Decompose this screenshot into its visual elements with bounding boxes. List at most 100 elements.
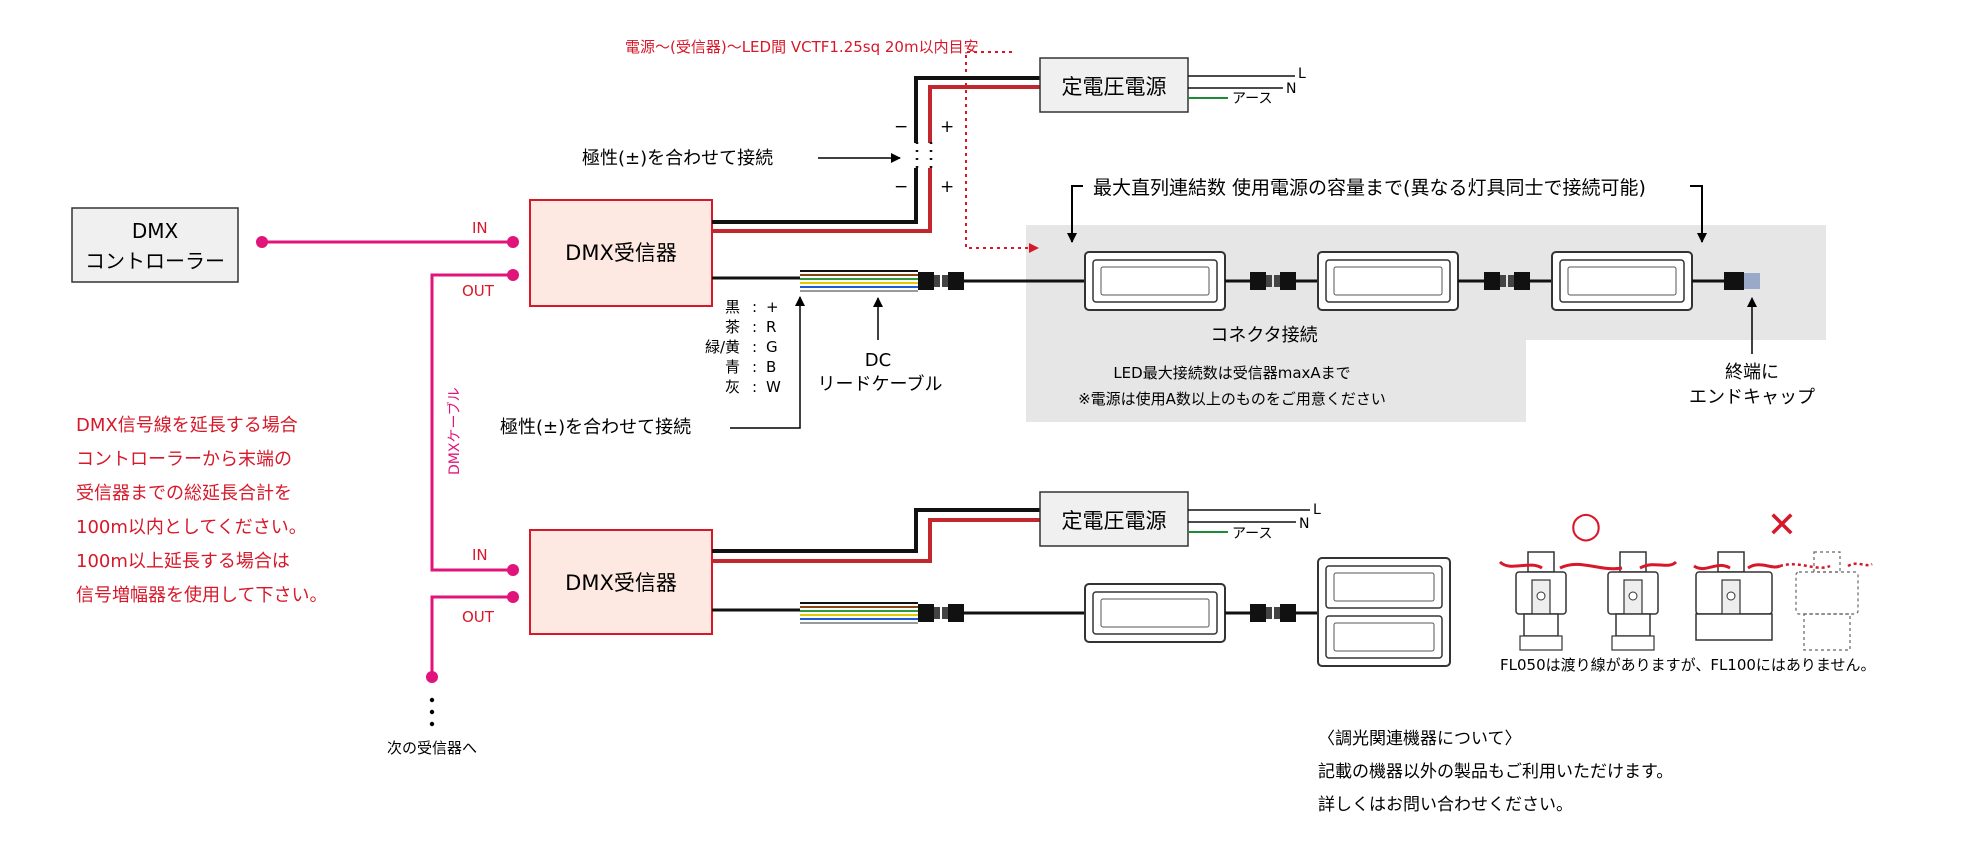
dmx-controller-line1: DMX — [132, 219, 179, 243]
fl100-wire-solid — [1693, 563, 1781, 571]
led-fixture-1 — [1084, 251, 1226, 311]
led-fixture-2 — [1317, 251, 1459, 311]
continuation-dot-1 — [429, 697, 435, 703]
ng-mark: ✕ — [1767, 505, 1797, 546]
dmx-port-rx2-in — [507, 564, 519, 576]
wire-color-name-2: 緑/黄 — [705, 338, 740, 356]
polarity-minus-top: − — [894, 117, 908, 137]
dc-lead-line2: リードケーブル — [818, 373, 943, 395]
power-supply-1-label: 定電圧電源 — [1062, 75, 1167, 99]
power-supply-2 — [1039, 491, 1189, 547]
psu2-earth-label: アース — [1232, 526, 1272, 542]
extension-note-line-1: コントローラーから末端の — [76, 449, 292, 470]
ok-mark: ○ — [1570, 505, 1601, 546]
rx2-led-fixture — [1084, 583, 1226, 643]
wire-color-name-0: 黒 — [725, 298, 740, 316]
double-led-fixture — [1317, 557, 1451, 667]
max-series-label: 最大直列連結数 使用電源の容量まで(異なる灯具同士で接続可能) — [1093, 177, 1646, 199]
rx1-out-label: OUT — [462, 282, 495, 300]
power-supply-1 — [1039, 57, 1189, 113]
rx2-in-label: IN — [472, 546, 488, 564]
extension-note-line-5: 信号増幅器を使用して下さい。 — [76, 585, 327, 606]
fl100-bracket-dashed — [1795, 551, 1859, 651]
psu2-N-label: N — [1299, 516, 1309, 532]
cable-note-dotted-arrow — [965, 51, 1039, 253]
extension-note-line-2: 受信器までの総延長合計を — [76, 483, 292, 504]
rx2-wire-black — [712, 508, 1040, 553]
connector-label: コネクタ接続 — [1210, 325, 1317, 346]
fl050-bracket-right — [1607, 551, 1659, 651]
dmx-controller-box — [71, 207, 239, 283]
rx2-wire-red — [712, 518, 1040, 563]
fl100-wire-dashed — [1779, 562, 1873, 569]
wire-color-name-1: 茶 — [725, 318, 740, 336]
wire-color-sep-0: : — [752, 298, 757, 316]
dmx-receiver-1-label: DMX受信器 — [565, 241, 677, 265]
psu1-N-label: N — [1286, 81, 1296, 97]
rx1-lead-wires — [800, 270, 918, 292]
next-receiver-label: 次の受信器へ — [387, 739, 477, 757]
psu-note: ※電源は使用A数以上のものをご用意ください — [1078, 390, 1386, 408]
endcap-line1: 終端に — [1725, 362, 1779, 383]
dimming-info-line-2: 詳しくはお問い合わせください。 — [1318, 795, 1573, 815]
fl-note: FL050は渡り線がありますが、FL100にはありません。 — [1500, 656, 1875, 674]
rx2-out-label: OUT — [462, 608, 495, 626]
wire-color-signal-3: B — [766, 358, 776, 376]
polarity-note-bottom-arrow — [730, 296, 805, 429]
polarity-plus-top: + — [940, 117, 954, 137]
rx2-lead-wires — [800, 602, 918, 624]
wire-color-signal-0: + — [766, 298, 779, 316]
dmx-port-controller — [256, 236, 268, 248]
dimming-info-line-1: 記載の機器以外の製品もご利用いただけます。 — [1318, 762, 1673, 782]
wire-color-signal-2: G — [766, 338, 778, 356]
continuation-dot-2 — [429, 709, 435, 715]
wire-color-sep-3: : — [752, 358, 757, 376]
polarity-note-top: 極性(±)を合わせて接続 — [582, 148, 773, 169]
wire-color-signal-1: R — [766, 318, 776, 336]
polarity-note-bottom: 極性(±)を合わせて接続 — [500, 417, 691, 438]
dmx-cable-rx2-next — [430, 595, 513, 677]
psu2-L-label: L — [1313, 502, 1321, 518]
psu1-earth-label: アース — [1232, 91, 1272, 107]
dmx-port-rx1-in — [507, 236, 519, 248]
top-cable-note: 電源〜(受信器)〜LED間 VCTF1.25sq 20m以内目安 — [625, 38, 979, 56]
extension-note: DMX信号線を延長する場合 コントローラーから末端の 受信器までの総延長合計を … — [76, 415, 327, 606]
psu1-L-label: L — [1298, 66, 1306, 82]
dimming-info-line-0: 〈調光関連機器について〉 — [1318, 729, 1522, 749]
endcap-line2: エンドキャップ — [1689, 387, 1815, 408]
dmx-controller-line2: コントローラー — [85, 249, 225, 273]
max-series-bracket-left — [1067, 185, 1083, 243]
led-fixture-3 — [1551, 251, 1693, 311]
end-cap — [1724, 272, 1760, 290]
dmx-cable-label: DMXケーブル — [446, 387, 463, 475]
fl050-jumper-wire — [1498, 560, 1678, 571]
wire-color-sep-1: : — [752, 318, 757, 336]
wire-color-name-4: 灰 — [725, 378, 740, 396]
rx2-lead-connector — [918, 604, 964, 622]
fl100-bracket-solid — [1695, 551, 1773, 641]
extension-note-line-0: DMX信号線を延長する場合 — [76, 415, 298, 436]
polarity-minus-bottom: − — [894, 177, 908, 197]
dimming-info: 〈調光関連機器について〉 記載の機器以外の製品もご利用いただけます。 詳しくはお… — [1318, 729, 1673, 815]
extension-note-line-3: 100m以内としてください。 — [76, 517, 307, 538]
led-max-note: LED最大接続数は受信器maxAまで — [1113, 364, 1350, 382]
dmx-receiver-1 — [529, 199, 713, 307]
rx2-led-connector — [1250, 604, 1296, 622]
dmx-receiver-2-label: DMX受信器 — [565, 571, 677, 595]
wire-color-sep-4: : — [752, 378, 757, 396]
wire-color-signal-4: W — [766, 378, 781, 396]
extension-note-line-4: 100m以上延長する場合は — [76, 551, 290, 572]
wire-color-legend: 黒 : + 茶 : R 緑/黄 : G 青 : B 灰 : W — [705, 298, 781, 396]
wire-color-sep-2: : — [752, 338, 757, 356]
polarity-plus-bottom: + — [940, 177, 954, 197]
dc-lead-line1: DC — [865, 350, 891, 371]
continuation-dot-3 — [429, 721, 435, 727]
wire-color-name-3: 青 — [725, 358, 740, 376]
rx1-in-label: IN — [472, 219, 488, 237]
rx1-lead-connector — [918, 272, 964, 290]
dmx-receiver-2 — [529, 529, 713, 635]
power-supply-2-label: 定電圧電源 — [1062, 509, 1167, 533]
dmx-cable-rx1-rx2 — [430, 273, 513, 572]
